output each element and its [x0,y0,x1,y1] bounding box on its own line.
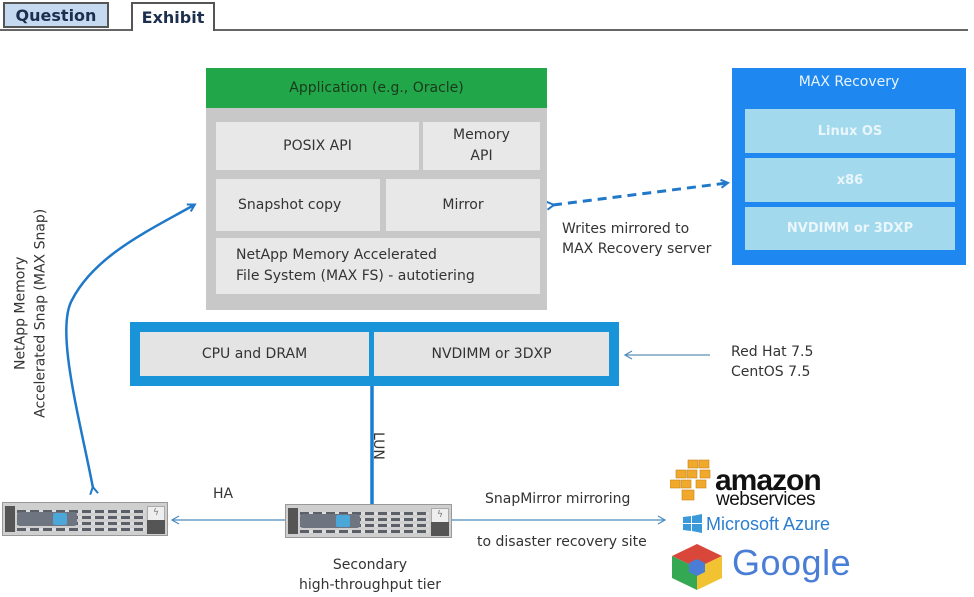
mirror-box: Mirror [386,179,540,231]
cpu-dram-label: CPU and DRAM [201,346,308,362]
aws-logo-subtext: webservices [716,489,816,510]
nvdimm-label: NVDIMM or 3DXP [431,346,552,362]
netapp-logo-icon [336,515,350,527]
aws-boxes-icon [670,459,711,501]
power-icon: ϟ [431,508,449,523]
application-label: Application (e.g., Oracle) [289,80,464,96]
max-recovery-x86: x86 [745,158,955,202]
nvdimm-box: NVDIMM or 3DXP [374,332,609,376]
google-logo-text: Google [732,542,852,583]
netapp-logo-icon [53,513,67,525]
secondary-tier-line2: high-throughput tier [298,577,442,594]
max-fs-label-line2: File System (MAX FS) - autotiering [236,268,475,284]
server-handle [5,506,15,532]
mirror-dashed-arrow [553,183,727,205]
x86-label: x86 [836,172,864,188]
nvdimm-label: NVDIMM or 3DXP [786,221,914,236]
azure-logo-text: Microsoft Azure [706,514,831,534]
tab-divider [215,29,968,31]
server-bezel [300,514,360,528]
max-snap-arrow [65,205,194,488]
posix-api-label: POSIX API [283,137,352,154]
cpu-dram-box: CPU and DRAM [140,332,369,376]
snapmirror-label-line1: SnapMirror mirroring [485,491,631,507]
os-support-line2: CentOS 7.5 [731,364,811,381]
posix-api-box: POSIX API [216,122,419,170]
os-support-line1: Red Hat 7.5 [731,344,814,360]
server-handle [288,508,298,534]
max-snap-label: NetApp Memory Accelerated Snap (MAX Snap… [11,198,52,428]
max-recovery-nvdimm: NVDIMM or 3DXP [745,207,955,250]
server-handle-right [431,522,449,536]
server-handle-right [147,520,165,534]
tab-question[interactable]: Question [3,2,109,28]
snapshot-copy-box: Snapshot copy [216,179,380,231]
secondary-tier-line1: Secondary [332,557,408,573]
mirror-link-label: Writes mirrored to MAX Recovery server [562,219,711,260]
snapshot-copy-label: Snapshot copy [238,196,342,213]
mirror-label: Mirror [442,196,484,213]
linux-os-label: Linux OS [817,123,883,139]
memory-api-label-line2: API [470,148,493,164]
azure-windows-icon [683,514,702,533]
max-snap-line1: NetApp Memory [12,256,29,370]
google-cloud-icon [672,544,722,590]
secondary-storage-server[interactable]: ϟ [285,504,452,538]
max-recovery-linux-os: Linux OS [745,109,955,153]
primary-storage-server[interactable]: ϟ [2,502,168,536]
tab-exhibit[interactable]: Exhibit [131,2,215,31]
lun-label: LUN [370,432,386,460]
aws-logo-text: amazon [715,464,822,497]
tab-divider [0,29,131,31]
ha-label: HA [213,486,234,502]
memory-api-box: Memory API [423,122,540,170]
memory-api-label-line1: Memory [453,127,510,143]
secondary-tier-label: Secondary high-throughput tier [290,555,450,596]
server-bezel [17,512,77,526]
max-recovery-title: MAX Recovery [798,74,900,90]
snapmirror-label-line2: to disaster recovery site [477,534,647,550]
max-fs-box: NetApp Memory Accelerated File System (M… [216,238,540,294]
os-support-label: Red Hat 7.5 CentOS 7.5 [731,342,813,383]
application-header: Application (e.g., Oracle) [206,68,547,108]
mirror-link-line2: MAX Recovery server [562,241,712,258]
max-snap-line2: Accelerated Snap (MAX Snap) [33,208,49,418]
mirror-link-line1: Writes mirrored to [562,221,690,237]
power-icon: ϟ [147,506,165,521]
max-fs-label-line1: NetApp Memory Accelerated [236,247,437,263]
